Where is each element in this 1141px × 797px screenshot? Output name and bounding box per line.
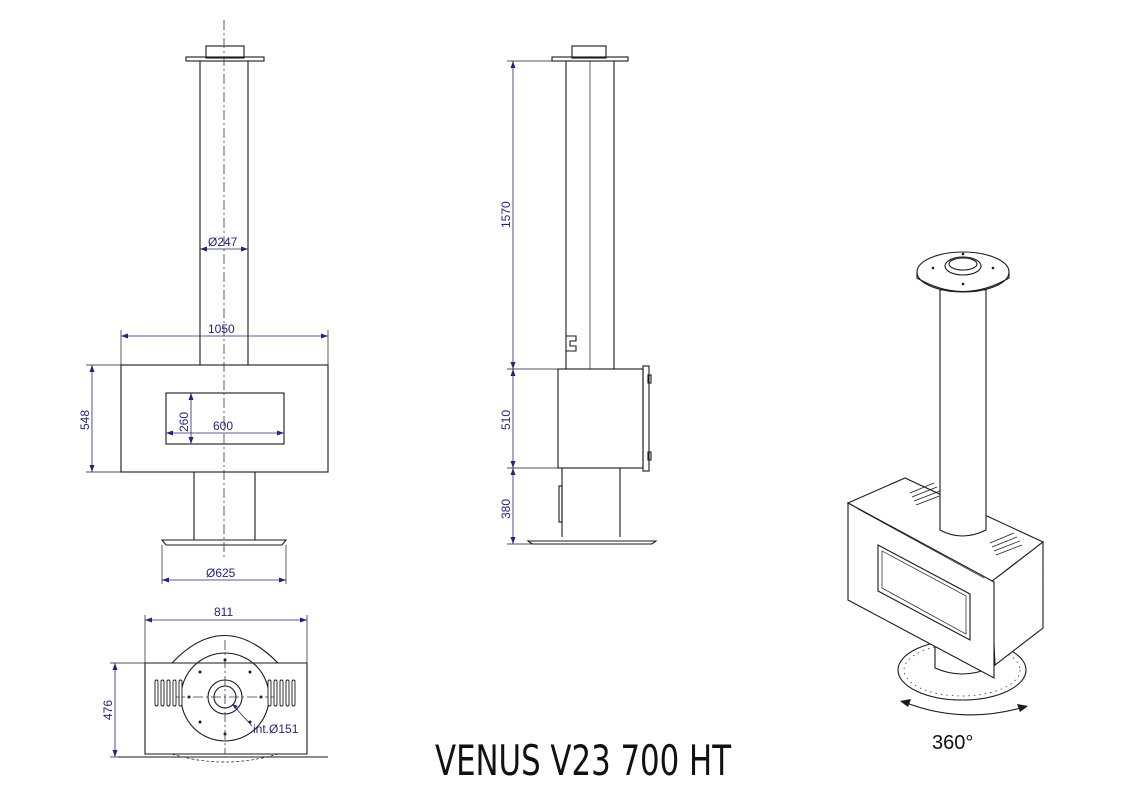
- isometric-view: 360°: [846, 251, 1045, 754]
- dim-base-diameter: Ø625: [161, 545, 287, 584]
- dim-flue-height: 1570: [499, 61, 516, 369]
- iso-front-panel-edge: [857, 508, 985, 579]
- iso-window-inner: [881, 550, 967, 635]
- iso-top-plate-rim: [916, 272, 1010, 292]
- dim-inner-flue: int.Ø151: [231, 703, 299, 736]
- dim-top-depth: 476: [101, 662, 145, 758]
- screw-dot: [931, 266, 935, 270]
- dim-top-width: 811: [144, 605, 308, 663]
- top-base-lower-arc: [171, 753, 279, 763]
- screw-dot: [248, 670, 252, 674]
- rotation-label: 360°: [932, 732, 973, 754]
- iso-flue-collar: [944, 256, 982, 276]
- screw-dot: [198, 720, 202, 724]
- dim-window-height: 260: [177, 393, 194, 444]
- screw-dot: [961, 252, 965, 256]
- label-base-diameter: Ø625: [206, 566, 236, 580]
- side-base-plate: [526, 540, 658, 545]
- iso-window: [877, 544, 971, 641]
- side-body: [557, 368, 644, 469]
- side-door-panel: [642, 365, 650, 472]
- side-pedestal-lever: [558, 485, 563, 523]
- dim-base-height: 380: [499, 468, 516, 544]
- dim-body-height: 548: [78, 364, 121, 473]
- side-view: 1570 510 380: [499, 45, 658, 545]
- label-top-width: 811: [214, 605, 233, 619]
- iso-vent-top-right: [989, 532, 1023, 556]
- label-body-height: 548: [78, 410, 92, 430]
- dim-flue-diameter: Ø247: [200, 235, 248, 252]
- top-base-arc: [171, 634, 279, 664]
- flue-collar: [205, 45, 245, 59]
- stove-window: [165, 392, 285, 445]
- side-handle-bottom: [647, 451, 652, 461]
- drawing-title: VENUS V23 700 HT: [435, 736, 731, 785]
- label-window-width: 600: [213, 419, 233, 433]
- label-side-body-height: 510: [499, 410, 513, 430]
- side-handle-top: [647, 374, 652, 384]
- top-vent-left: [154, 679, 183, 707]
- label-base-height: 380: [499, 499, 513, 519]
- iso-vent-top-left: [909, 482, 943, 506]
- label-inner-flue: int.Ø151: [253, 722, 299, 736]
- side-flue-collar: [571, 45, 607, 59]
- screw-dot: [991, 266, 995, 270]
- flue-bracket: [566, 335, 577, 352]
- iso-front-panel: [847, 502, 995, 679]
- label-flue-diameter: Ø247: [208, 235, 238, 249]
- iso-flue-collar-inner: [948, 257, 978, 271]
- label-top-depth: 476: [101, 700, 115, 720]
- label-body-width: 1050: [208, 322, 235, 336]
- front-view: Ø247 1050 548 260: [78, 20, 329, 584]
- screw-dot: [961, 282, 965, 286]
- flue-top-plate: [185, 56, 265, 62]
- dim-window-width: 600: [166, 419, 284, 436]
- top-view: 811 476 int.Ø151: [101, 605, 328, 763]
- rotation-arrow: 360°: [900, 699, 1028, 754]
- label-window-height: 260: [177, 412, 191, 432]
- label-flue-height: 1570: [499, 201, 513, 228]
- screw-dot: [198, 670, 202, 674]
- top-vent-right: [267, 679, 296, 707]
- base-plate: [160, 539, 288, 546]
- stove-body: [120, 364, 329, 473]
- iso-flue-pipe: [939, 289, 987, 537]
- dim-body-width: 1050: [120, 322, 329, 365]
- dim-side-body-height: 510: [499, 369, 516, 468]
